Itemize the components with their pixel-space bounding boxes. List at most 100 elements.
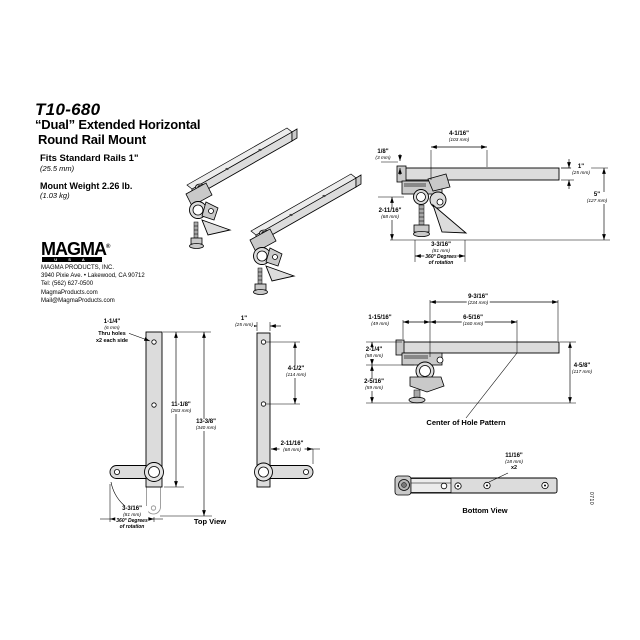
dim-inches: 2-11/16" — [378, 208, 402, 214]
dim-mm: (340 mm) — [195, 425, 217, 431]
rotation-note: of rotation — [428, 260, 454, 267]
dim-mm: (283 mm) — [170, 408, 192, 414]
product-title-line1: “Dual” Extended Horizontal — [35, 117, 201, 132]
fits-rails-text: Fits Standard Rails 1" — [40, 153, 139, 164]
company-website: MagmaProducts.com — [41, 289, 98, 296]
dim-inches: 2-5/16" — [364, 379, 384, 385]
dim-inches: 3-3/16" — [431, 242, 451, 248]
dim-inches: 6-5/16" — [463, 315, 483, 321]
dim-inches: 5" — [593, 192, 601, 198]
dim-pattern-lower: 2-5/16"(59 mm) — [363, 379, 385, 392]
dim-mm: (3 mm) — [375, 155, 391, 161]
bottom-view-label: Bottom View — [462, 506, 508, 515]
dim-bottom-hole: 11/16"(18 mm)x2 — [504, 453, 524, 473]
dim-inches: 1/8" — [377, 149, 389, 155]
dim-inches: 1" — [577, 164, 585, 170]
hole-pattern-drawing — [366, 300, 576, 419]
dim-inches: 13-3/8" — [196, 419, 216, 425]
dim-inches: 4-5/8" — [573, 363, 591, 369]
rail-hole — [419, 365, 431, 377]
clamp-screw — [418, 204, 425, 226]
dim-mm: (114 mm) — [285, 372, 307, 378]
dim-mm: (68 mm) — [381, 214, 399, 220]
dim-mm: (25 mm) — [235, 322, 253, 328]
dim-side-clamp: 2-11/16"(68 mm) — [377, 208, 403, 221]
dim-pattern-mid: 6-5/16"(160 mm) — [461, 315, 485, 328]
dim-inches: 3-3/16" — [122, 506, 142, 512]
thru-holes-note: x2 each side — [95, 338, 129, 345]
company-address-block: MAGMA PRODUCTS, INC. 3940 Pixie Ave. • L… — [41, 264, 145, 305]
rotation-note: 360° Degrees — [116, 518, 148, 525]
company-street: 3940 Pixie Ave. • Lakewood, CA 90712 — [41, 273, 145, 280]
dim-mm: (68 mm) — [283, 447, 301, 453]
dim-mm: (18 mm) — [505, 459, 523, 465]
side-view-drawing — [378, 145, 610, 262]
dim-pattern-left: 1-15/16"(49 mm) — [367, 315, 393, 328]
company-phone: Tel: (562) 627-0500 — [41, 281, 94, 288]
dim-pattern-total: 9-3/16"(234 mm) — [466, 294, 490, 307]
dim-inches: 1-1/4" — [103, 319, 121, 325]
dim-mm: (117 mm) — [571, 369, 593, 375]
iso-arm-right-drawing — [249, 173, 362, 295]
dim-inches: 2-11/16" — [280, 441, 304, 447]
dim-mm: (25 mm) — [572, 170, 590, 176]
thru-hole — [151, 339, 157, 345]
logo-text: MAGMA — [41, 239, 107, 259]
dim-front-holes: 4-1/2"(114 mm) — [284, 366, 308, 379]
dim-mm: (234 mm) — [467, 300, 489, 306]
hole-pattern-bar — [402, 341, 560, 354]
dim-mm: (81 mm) — [123, 512, 141, 518]
dim-inches: 1-15/16" — [368, 315, 392, 321]
dim-pattern-upper: 2-1/4"(58 mm) — [364, 347, 384, 360]
dim-inches: 2-1/4" — [365, 347, 383, 353]
dim-side-height: 5"(127 mm) — [585, 192, 609, 205]
dim-mm: (127 mm) — [586, 198, 608, 204]
dim-inches: 9-3/16" — [468, 294, 488, 300]
dim-mm: (58 mm) — [365, 353, 383, 359]
dim-mm: (160 mm) — [462, 321, 484, 327]
front-view-drawing — [246, 322, 320, 488]
dim-mm: (59 mm) — [365, 385, 383, 391]
center-hole-pattern-label: Center of Hole Pattern — [426, 418, 506, 427]
dim-side-bar: 1"(25 mm) — [571, 164, 591, 177]
dim-side-gap: 1/8"(3 mm) — [374, 149, 392, 162]
bottom-view-drawing — [394, 472, 558, 496]
dim-front-width: 1"(25 mm) — [234, 316, 254, 329]
doc-code: 0710 — [588, 492, 594, 506]
dim-mm: (103 mm) — [448, 137, 470, 143]
top-view-label: Top View — [193, 517, 227, 526]
logo-usa-bar: U S A — [42, 257, 102, 262]
mount-weight-text: Mount Weight 2.26 lb. — [40, 181, 133, 191]
dim-mm: (81 mm) — [432, 248, 450, 254]
product-model: T10-680 — [35, 100, 101, 119]
magma-logo: MAGMA® — [41, 239, 111, 260]
dim-inches: 1" — [240, 316, 248, 322]
dim-top-inner: 11-1/8"(283 mm) — [169, 402, 193, 415]
top-view-drawing — [100, 331, 212, 522]
company-name: MAGMA PRODUCTS, INC. — [41, 265, 115, 271]
thru-hole — [151, 402, 157, 408]
dim-mm: (6 mm) — [104, 325, 120, 331]
company-email: Mail@MagmaProducts.com — [41, 297, 115, 304]
dim-inches: 4-1/2" — [287, 366, 305, 372]
clamp-lever — [432, 203, 468, 234]
dim-front-arm: 2-11/16"(68 mm) — [279, 441, 305, 454]
top-view-bar — [145, 331, 163, 488]
mount-weight-metric: (1.03 kg) — [40, 191, 70, 200]
fits-rails-metric: (25.5 mm) — [40, 164, 75, 173]
rail-hole — [416, 192, 426, 202]
registered-mark: ® — [106, 244, 111, 250]
qty-note: x2 — [510, 465, 517, 472]
dim-mm: (49 mm) — [371, 321, 389, 327]
product-title-line2: Round Rail Mount — [38, 132, 146, 147]
dim-pattern-right: 4-5/8"(117 mm) — [570, 363, 594, 376]
front-view-bar — [256, 332, 271, 488]
dim-inches: 11-1/8" — [171, 402, 191, 408]
dim-side-top: 4-1/16"(103 mm) — [447, 131, 471, 144]
rotation-note: of rotation — [119, 524, 145, 531]
dim-inches: 11/16" — [505, 453, 523, 459]
